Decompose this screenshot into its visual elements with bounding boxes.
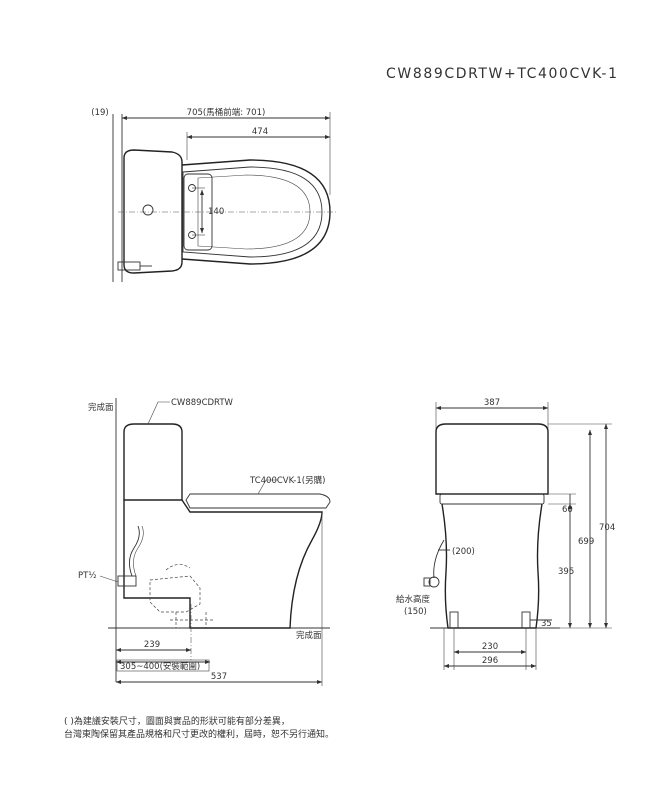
- dim-239-label: 239: [144, 640, 160, 650]
- model-title: CW889CDRTW+TC400CVK-1: [386, 66, 619, 82]
- dim-range-label: 305~400(安裝範圍): [120, 661, 200, 672]
- top-view: 705(馬桶前端: 701) (19) 474 140: [91, 107, 336, 282]
- side-floor-label: 完成面: [296, 630, 322, 641]
- front-tank: [435, 423, 549, 495]
- side-wall-label: 完成面: [88, 402, 114, 413]
- front-foot-right: [521, 611, 531, 629]
- side-model-leader: [147, 401, 170, 425]
- side-view: 完成面 完成面 CW889CDRTW TC400CVK-1(另購) PT½: [78, 398, 331, 686]
- side-seat-leader: [257, 479, 278, 495]
- side-seat-label: TC400CVK-1(另購): [249, 475, 325, 486]
- front-foot-left: [449, 611, 459, 629]
- dim-705-label: 705(馬桶前端: 701): [187, 107, 266, 118]
- dim-474-label: 474: [252, 127, 268, 137]
- side-supply-hose-inner: [133, 525, 144, 577]
- side-supply-hose: [129, 525, 140, 577]
- front-view: 387 (200) 給水高度 (150): [396, 398, 615, 670]
- note-line-1: ( )為建議安裝尺寸，圖面與實品的形狀可能有部分差異，: [64, 717, 290, 727]
- front-valve: [428, 576, 440, 588]
- front-pedestal: [441, 503, 543, 629]
- side-outlet-hidden: [170, 612, 214, 628]
- top-flush-button: [142, 204, 154, 216]
- side-trap-hidden: [149, 575, 201, 613]
- side-bowl-body: [123, 499, 323, 629]
- dim-387-label: 387: [484, 398, 500, 408]
- dim-230-label: 230: [482, 642, 498, 652]
- top-tank-outline: [123, 149, 183, 274]
- dim-699-label: 699: [578, 537, 594, 547]
- dim-200-label: (200): [452, 547, 475, 557]
- side-model-label: CW889CDRTW: [171, 398, 234, 408]
- dim-395-label: 395: [558, 567, 574, 577]
- side-trapway-hidden: [165, 564, 191, 571]
- side-tank: [123, 423, 183, 501]
- dim-704-label: 704: [599, 523, 615, 533]
- dim-60-label: 60: [562, 505, 573, 515]
- dim-296-label: 296: [482, 656, 498, 666]
- side-pt-label: PT½: [78, 571, 97, 581]
- dim-537-label: 537: [211, 672, 227, 682]
- front-supply-hose: [433, 539, 445, 579]
- front-seat: [439, 493, 545, 505]
- top-supply-fitting: [117, 261, 141, 271]
- dim-range-box: [116, 659, 210, 672]
- side-seat-lid: [185, 493, 331, 509]
- dim-140-label: 140: [208, 207, 224, 217]
- dim-35-label: 35: [541, 619, 552, 629]
- dim-19-label: (19): [91, 108, 108, 118]
- front-supply-label: 給水高度: [396, 594, 431, 605]
- note-line-2: 台灣東陶保留其產品規格和尺寸更改的權利，屆時，恕不另行通知。: [64, 730, 335, 740]
- dim-150-label: (150): [404, 607, 427, 617]
- side-angle-valve: [117, 575, 137, 587]
- front-valve-stem: [423, 577, 431, 587]
- side-pt-leader: [99, 575, 119, 583]
